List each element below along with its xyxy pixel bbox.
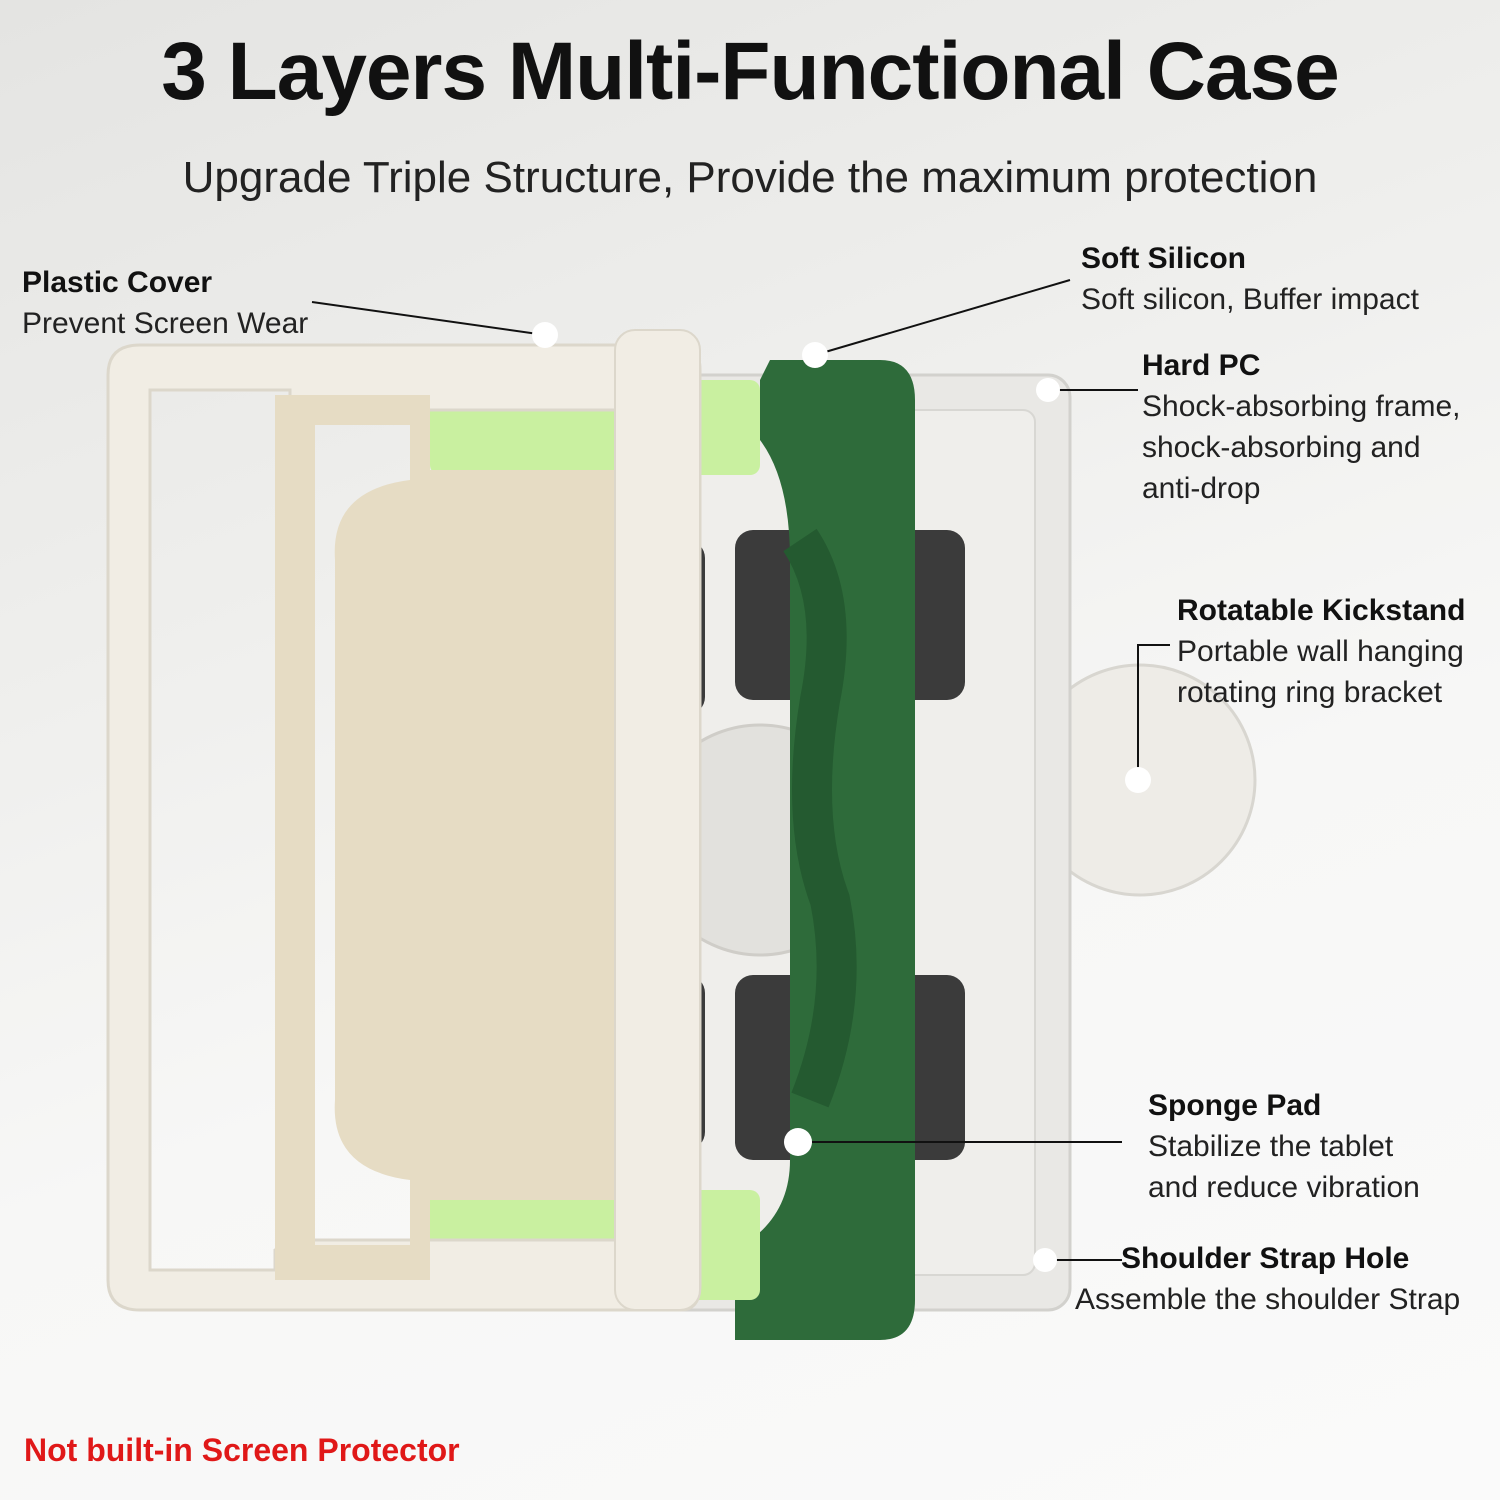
callout-heading: Hard PC	[1142, 349, 1261, 382]
callout-desc: Shock-absorbing frame,	[1142, 390, 1461, 423]
callout-desc: rotating ring bracket	[1177, 676, 1443, 709]
callout-heading: Plastic Cover	[22, 266, 213, 299]
callout-heading: Soft Silicon	[1081, 242, 1246, 275]
callout-kickstand: Rotatable Kickstand Portable wall hangin…	[1177, 590, 1465, 713]
callout-heading: Shoulder Strap Hole	[1121, 1242, 1410, 1275]
callout-desc: Soft silicon, Buffer impact	[1081, 283, 1419, 316]
page-subtitle: Upgrade Triple Structure, Provide the ma…	[182, 153, 1318, 202]
page-title: 3 Layers Multi-Functional Case	[161, 26, 1340, 117]
callout-hard-pc: Hard PC Shock-absorbing frame, shock-abs…	[1142, 345, 1461, 509]
cover-edge	[614, 329, 701, 1311]
callout-sponge-pad: Sponge Pad Stabilize the tablet and redu…	[1148, 1085, 1420, 1208]
callout-plastic-cover: Plastic Cover Prevent Screen Wear	[22, 262, 308, 344]
screen-protector-warning: Not built-in Screen Protector	[24, 1432, 460, 1468]
honeycomb-inner	[275, 395, 640, 1280]
callout-soft-silicon: Soft Silicon Soft silicon, Buffer impact	[1081, 238, 1419, 320]
callout-desc: Prevent Screen Wear	[22, 307, 309, 340]
callout-lines	[311, 279, 1170, 1272]
callout-desc: and reduce vibration	[1148, 1171, 1420, 1204]
callout-desc: shock-absorbing and	[1142, 431, 1421, 464]
callout-desc: Assemble the shoulder Strap	[1075, 1283, 1461, 1316]
callout-desc: anti-drop	[1142, 472, 1261, 505]
callout-heading: Sponge Pad	[1148, 1089, 1322, 1122]
callout-heading: Rotatable Kickstand	[1177, 594, 1466, 627]
callout-desc: Stabilize the tablet	[1148, 1130, 1394, 1163]
callout-desc: Portable wall hanging	[1177, 635, 1464, 668]
silicon-honeycomb	[783, 528, 857, 1108]
callout-strap-hole: Shoulder Strap Hole Assemble the shoulde…	[1075, 1238, 1460, 1320]
